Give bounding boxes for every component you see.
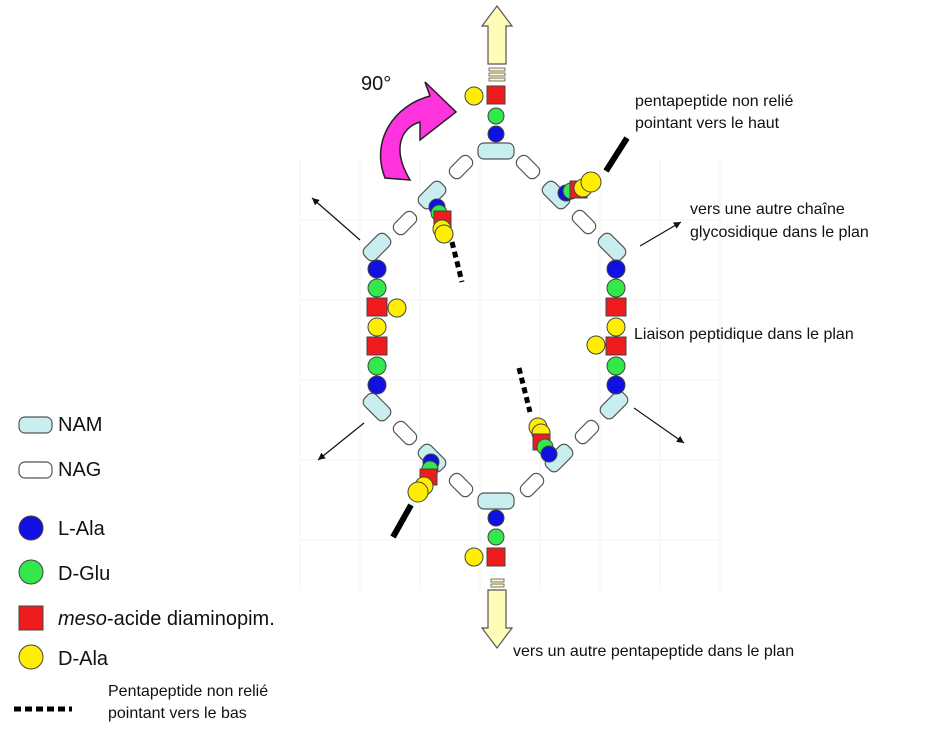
annotation-unlinked-up-1: pentapeptide non relié bbox=[635, 93, 793, 110]
legend-dala-label: D-Ala bbox=[58, 648, 109, 670]
unlinked-up-bar-bottom bbox=[390, 503, 414, 539]
legend-nag-swatch bbox=[18, 461, 53, 479]
annotation-unlinked-up-2: pointant vers le haut bbox=[635, 115, 780, 132]
unlinked-down-bar-left bbox=[449, 241, 465, 283]
legend-meso-italic: meso bbox=[58, 608, 107, 630]
annotation-peptide-bond: Liaison peptidique dans le plan bbox=[634, 326, 854, 343]
glycan-ring bbox=[362, 142, 629, 510]
legend-meso-label: meso-acide diaminopim. bbox=[58, 608, 275, 630]
down-arrow bbox=[480, 578, 514, 649]
pentapeptide-top bbox=[464, 85, 506, 143]
rotation-arrow bbox=[379, 81, 458, 181]
pentapeptide-bottom bbox=[464, 509, 506, 567]
nam-bottom bbox=[477, 492, 515, 510]
legend-dglu-label: D-Glu bbox=[58, 563, 110, 585]
legend-nag-label: NAG bbox=[58, 459, 101, 481]
legend-nam-label: NAM bbox=[58, 414, 102, 436]
annotation-other-pentapeptide: vers un autre pentapeptide dans le plan bbox=[513, 643, 794, 660]
pentapeptide-upper-left bbox=[428, 198, 454, 244]
legend-unlinked-down-1: Pentapeptide non relié bbox=[108, 683, 268, 700]
direction-arrows bbox=[311, 197, 685, 461]
unlinked-up-bar-top bbox=[603, 136, 630, 173]
pentapeptide-upper-right bbox=[557, 171, 602, 202]
crossbridge-left bbox=[366, 259, 407, 395]
legend-dglu-swatch bbox=[18, 559, 44, 585]
background-grid bbox=[299, 160, 721, 590]
annotation-other-chain-1: vers une autre chaîne bbox=[690, 201, 845, 218]
legend-nam-swatch bbox=[18, 416, 53, 434]
legend-meso-rest: -acide diaminopim. bbox=[107, 608, 275, 630]
legend-lala-label: L-Ala bbox=[58, 518, 106, 540]
legend-unlinked-down-2: pointant vers le bas bbox=[108, 705, 247, 722]
pentapeptide-lower-right bbox=[528, 417, 558, 463]
legend: NAM NAG L-Ala D-Glu meso-acide diaminopi… bbox=[14, 414, 275, 722]
legend-lala-swatch bbox=[18, 515, 44, 541]
legend-meso-swatch bbox=[18, 605, 44, 631]
up-arrow bbox=[480, 5, 514, 82]
annotation-other-chain-2: glycosidique dans le plan bbox=[690, 224, 869, 241]
nam-top bbox=[477, 142, 515, 160]
legend-dala-swatch bbox=[18, 644, 44, 670]
rotation-label: 90° bbox=[361, 73, 391, 95]
crossbridge-right bbox=[586, 259, 627, 395]
pentapeptide-lower-left bbox=[407, 453, 440, 503]
unlinked-down-bar-right bbox=[516, 367, 533, 413]
